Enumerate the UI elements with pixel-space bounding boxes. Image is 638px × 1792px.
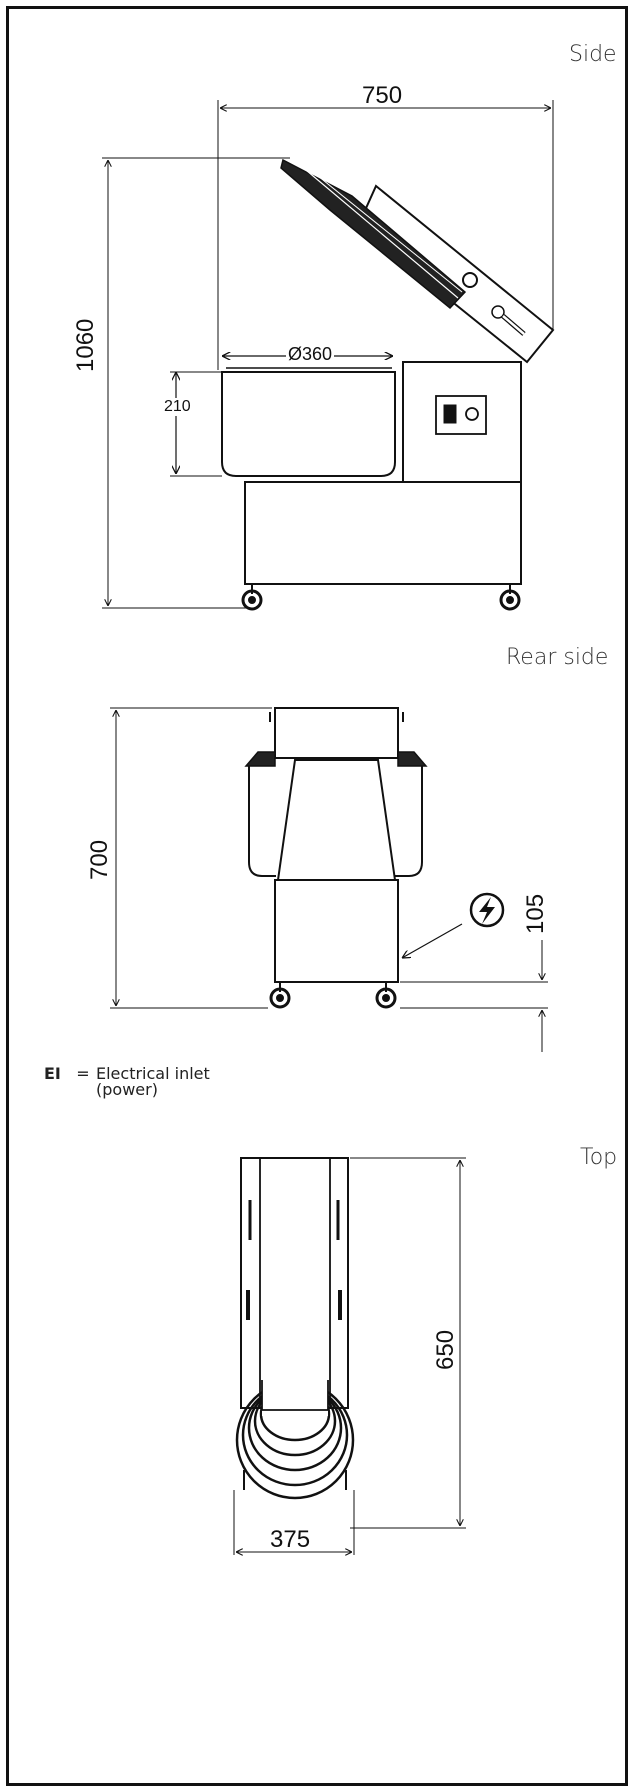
top-bowl-rings (235, 1380, 355, 1500)
top-width-label: 375 (270, 1526, 311, 1553)
top-depth-label: 650 (432, 1329, 459, 1370)
rear-base-cabinet (274, 879, 399, 983)
rear-wheel-right (375, 987, 397, 1009)
side-control-knob (465, 407, 479, 421)
drawing-frame (6, 6, 628, 1786)
side-width-label: 750 (362, 82, 403, 109)
top-view (233, 1157, 466, 1555)
side-base-cabinet (244, 481, 522, 585)
legend-equals: = (76, 1064, 90, 1083)
legend-row: EI = Electrical inlet (44, 1066, 210, 1082)
side-bowl-height-label: 210 (164, 398, 191, 416)
rear-inlet-leader (402, 923, 463, 958)
side-control-housing (402, 361, 522, 483)
top-view-title: Top (580, 1145, 618, 1170)
lightning-circle-icon (469, 892, 505, 928)
rear-wheel-left (269, 987, 291, 1009)
legend: EI = Electrical inlet (power) (44, 1066, 210, 1098)
side-bowl (221, 371, 396, 477)
side-bowl-diameter-label: Ø360 (286, 344, 335, 365)
top-body (240, 1157, 349, 1409)
rear-view-title: Rear side (506, 645, 609, 670)
legend-text-line2: (power) (96, 1080, 158, 1099)
side-wheel-right (499, 589, 521, 611)
rear-inlet-height-label: 105 (522, 893, 549, 934)
rear-view (110, 707, 548, 1052)
legend-text-line1: Electrical inlet (96, 1064, 210, 1083)
side-view (102, 100, 555, 611)
side-control-panel (435, 395, 487, 435)
rear-column (276, 759, 397, 881)
side-height-label: 1060 (72, 318, 99, 372)
rear-top-cap (274, 707, 399, 759)
side-wheel-left (241, 589, 263, 611)
rear-height-label: 700 (86, 839, 113, 880)
legend-abbreviation: EI (44, 1064, 61, 1083)
side-tilted-head (280, 158, 555, 364)
side-view-title: Side (569, 42, 617, 67)
